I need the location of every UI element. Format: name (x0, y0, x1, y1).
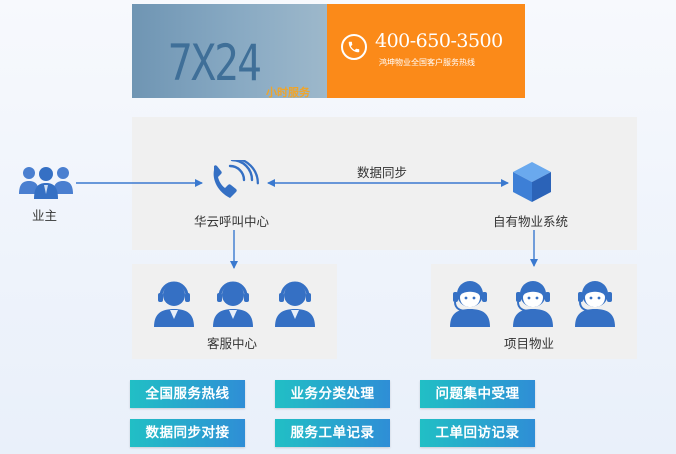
phone-icon (213, 160, 259, 198)
cube-icon (513, 162, 551, 202)
headset-agent-icon (213, 281, 253, 327)
headset-agent-icon (575, 281, 615, 327)
headset-agent-icon (275, 281, 315, 327)
hotline-panel: 400-650-3500 鸿坤物业全国客户服务热线 (327, 4, 525, 98)
users-group-icon (19, 167, 73, 199)
headset-agent-icon (513, 281, 553, 327)
service-hours-caption: 小时服务 (266, 86, 310, 98)
service-hours-text: 7X24 (168, 34, 262, 92)
data-sync-label: 数据同步 (357, 165, 408, 180)
feature-tag: 全国服务热线 (130, 380, 245, 408)
call-center-label: 华云呼叫中心 (194, 214, 270, 229)
feature-tag: 服务工单记录 (275, 419, 390, 447)
service-hours-panel: 7X24 小时服务 (132, 4, 327, 98)
hotline-banner: 7X24 小时服务 400-650-3500 鸿坤物业全国客户服务热线 (132, 4, 525, 98)
hotline-caption: 鸿坤物业全国客户服务热线 (379, 58, 475, 67)
hotline-number: 400-650-3500 (375, 30, 503, 52)
project-property-label: 项目物业 (504, 336, 555, 351)
customer-service-label: 客服中心 (207, 336, 258, 351)
owner-label: 业主 (32, 208, 58, 223)
own-system-label: 自有物业系统 (493, 214, 569, 229)
headset-agent-icon (450, 281, 490, 327)
feature-tag: 业务分类处理 (275, 380, 390, 408)
feature-tag: 数据同步对接 (130, 419, 245, 447)
phone-circle-icon (341, 34, 367, 60)
feature-tag: 工单回访记录 (420, 419, 535, 447)
feature-tag: 问题集中受理 (420, 380, 535, 408)
headset-agent-icon (154, 281, 194, 327)
